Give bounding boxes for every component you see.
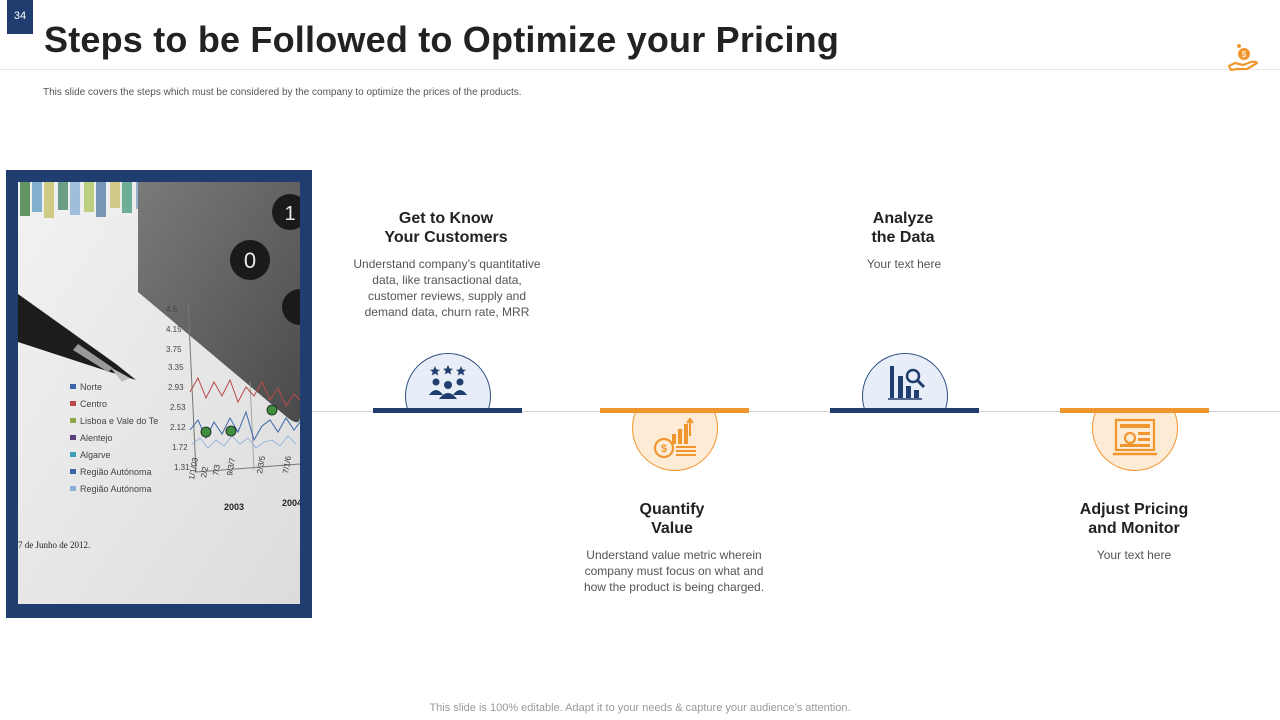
svg-text:2/2: 2/2 [199,465,210,478]
svg-text:1/1/03: 1/1/03 [187,456,200,480]
y-tick: 2.12 [170,423,186,432]
hand-coin-icon: $ [1227,44,1259,72]
page-title: Steps to be Followed to Optimize your Pr… [44,19,840,60]
photo-frame: 0 1 Norte Centro Lisboa e Vale do Te Ale… [6,170,312,618]
step-4-bar [1060,408,1209,413]
subtitle: This slide covers the steps which must b… [43,87,522,98]
calculator-key-1: 1 [284,203,295,225]
photo-illustration: 0 1 Norte Centro Lisboa e Vale do Te Ale… [18,182,300,604]
y-tick: 3.75 [166,345,182,354]
step-3-title: Analyze the Data [871,210,935,246]
y-tick: 2.93 [168,383,184,392]
svg-text:7/1/6: 7/1/6 [281,455,293,475]
legend-item: Norte [80,382,102,392]
step-4-title: Adjust Pricing and Monitor [1079,501,1189,537]
step-2-bar [600,408,749,413]
svg-text:2/3/5: 2/3/5 [255,455,267,475]
legend-item: Região Autónoma [80,484,152,494]
step-2-description: Understand value metric wherein company … [583,548,765,594]
date-text: 7 de Junho de 2012. [18,540,90,550]
y-tick: 1.31 [174,463,190,472]
step-4-description: Your text here [1096,548,1172,562]
y-tick: 4.15 [166,325,182,334]
step-3-bar [830,408,979,413]
monitor-pricing-icon [1113,418,1157,456]
step-1-title: Get to Know Your Customers [384,210,508,246]
y-tick: 1.72 [172,443,188,452]
svg-text:$: $ [661,443,667,455]
legend-item: Alentejo [80,433,113,443]
y-tick: 4.5 [166,305,178,314]
step-3-icon-circle [862,353,948,409]
legend-item: Lisboa e Vale do Te [80,416,158,426]
footer-note: This slide is 100% editable. Adapt it to… [429,702,851,714]
y-tick: 3.35 [168,363,184,372]
data-analysis-icon [888,366,926,400]
step-1-bar [373,408,522,413]
calculator-key-0: 0 [244,248,256,273]
year-label: 2004 [282,498,300,508]
legend-item: Algarve [80,450,111,460]
legend-item: Região Autónoma [80,467,152,477]
slide-number: 34 [7,0,33,34]
legend-item: Centro [80,399,107,409]
step-2-icon-circle: $ [632,413,718,473]
calculator-chart-photo: 0 1 Norte Centro Lisboa e Vale do Te Ale… [18,182,300,604]
svg-text:7/3: 7/3 [211,463,222,476]
year-label: 2003 [224,502,244,512]
step-1-description: Understand company’s quantitative data, … [353,257,541,319]
svg-text:9/3/7: 9/3/7 [225,457,237,477]
timeline-line [312,411,1280,412]
header-divider [0,69,1280,70]
step-4-icon-circle [1092,413,1178,473]
step-3-description: Your text here [866,257,942,271]
y-tick: 2.53 [170,403,186,412]
step-2-title: Quantify Value [639,501,705,537]
money-growth-icon: $ [653,418,696,458]
svg-text:$: $ [1242,50,1247,59]
step-1-icon-circle [405,353,491,409]
customers-rating-icon [429,365,467,399]
